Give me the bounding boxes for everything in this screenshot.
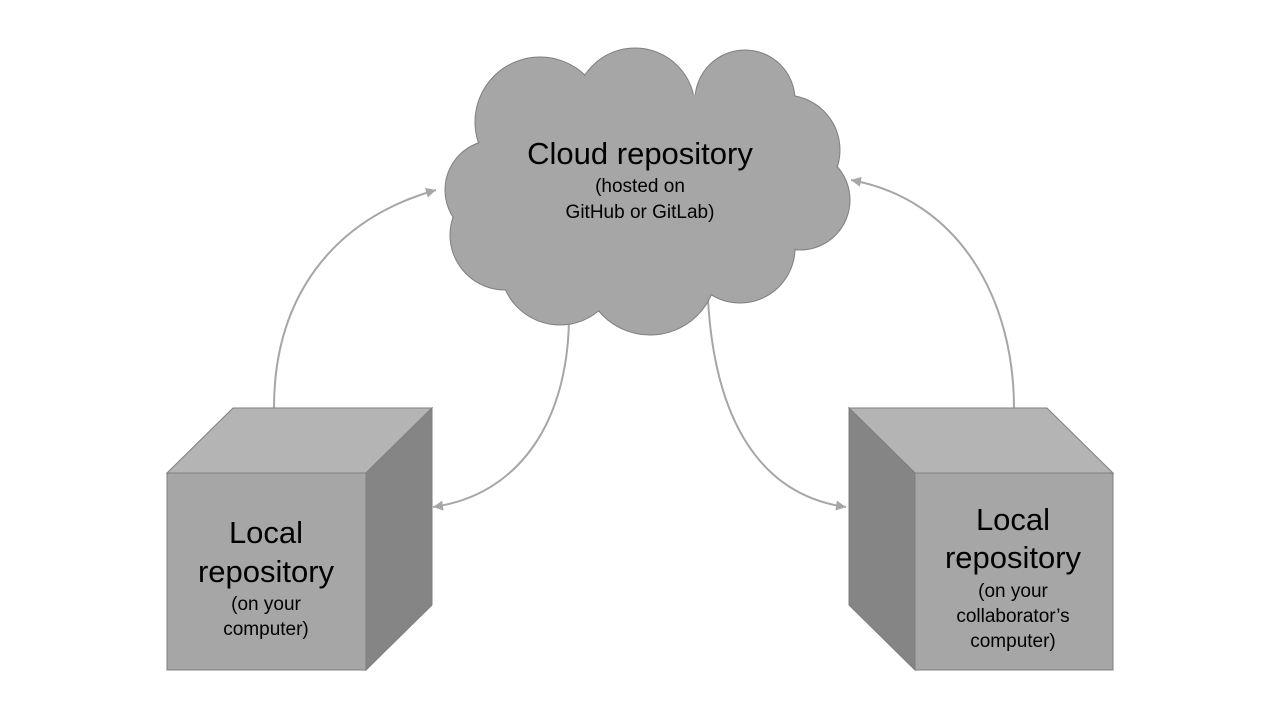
- push-arrow-right: [850, 176, 1015, 409]
- local-right-subtitle-line1: (on your: [978, 581, 1048, 602]
- cloud-subtitle-line2: GitHub or GitLab): [566, 202, 715, 223]
- local-repo-right-cube: [847, 406, 1115, 672]
- local-right-subtitle-line2: collaborator’s: [956, 606, 1069, 627]
- local-left-subtitle-line1: (on your: [231, 594, 301, 615]
- local-left-title-line2: repository: [198, 554, 335, 589]
- pull-arrow-left: [432, 314, 570, 511]
- local-left-title-line1: Local: [229, 515, 303, 550]
- local-right-title-line1: Local: [976, 502, 1050, 537]
- local-left-subtitle-line2: computer): [223, 619, 309, 640]
- cloud-title: Cloud repository: [527, 136, 753, 171]
- local-right-title-line2: repository: [945, 540, 1082, 575]
- local-right-subtitle-line3: computer): [970, 631, 1056, 652]
- cloud-subtitle-line1: (hosted on: [595, 176, 685, 197]
- cloud-shape: [444, 47, 851, 336]
- push-arrow-left: [273, 187, 437, 409]
- pull-arrow-right: [707, 299, 847, 511]
- local-repo-left-cube: [165, 406, 434, 672]
